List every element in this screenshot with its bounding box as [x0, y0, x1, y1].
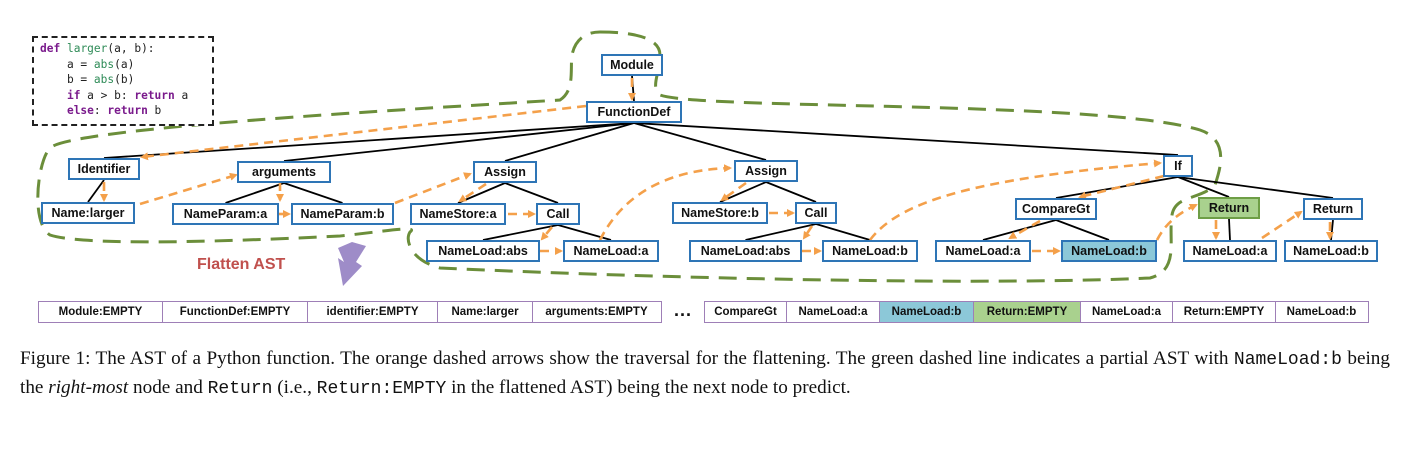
tree-edge [633, 122, 1179, 156]
node-nameload-a-1: NameLoad:a [563, 240, 659, 262]
sequence-cell: FunctionDef:EMPTY [162, 301, 308, 323]
node-nameload-a-3: NameLoad:a [1183, 240, 1277, 262]
node-name-larger: Name:larger [41, 202, 135, 224]
sequence-cell: NameLoad:b [878, 301, 975, 323]
node-namestore-b: NameStore:b [672, 202, 768, 224]
tree-edge [1177, 176, 1230, 198]
traversal-arrow [802, 225, 814, 240]
node-call-2: Call [795, 202, 837, 224]
traversal-arrow [598, 164, 732, 241]
tree-edge [504, 122, 635, 162]
node-nameload-abs-2: NameLoad:abs [689, 240, 802, 262]
code-snippet: def larger(a, b): a = abs(a) b = abs(b) … [32, 36, 214, 126]
ast-diagram: def larger(a, b): a = abs(a) b = abs(b) … [32, 30, 1378, 323]
node-namestore-a: NameStore:a [410, 203, 506, 225]
traversal-arrow [1261, 210, 1303, 240]
tree-edge [1177, 176, 1334, 199]
sequence-cell: Return:EMPTY [973, 301, 1081, 323]
node-if: If [1163, 155, 1193, 177]
node-nameload-b-3: NameLoad:b [1284, 240, 1378, 262]
sequence-cell: NameLoad:b [1274, 301, 1369, 323]
code-line: b = abs(b) [40, 73, 135, 87]
caption-text-2: being the [20, 348, 1390, 398]
tree-edge [982, 219, 1057, 241]
figure-caption: Figure 1: The AST of a Python function. … [20, 345, 1390, 403]
traversal-arrow [458, 182, 487, 203]
tree-edge [87, 179, 105, 203]
sequence-cell: identifier:EMPTY [306, 301, 439, 323]
ast-svg [36, 30, 1334, 286]
traversal-arrow [720, 181, 747, 202]
tree-edge [633, 122, 767, 161]
traversal-arrows [100, 78, 1334, 255]
sequence-cell: NameLoad:a [786, 301, 880, 323]
flatten-label: Flatten AST [197, 256, 286, 273]
node-return-2: Return [1303, 198, 1363, 220]
node-nameload-a-2: NameLoad:a [935, 240, 1031, 262]
node-comparegt: CompareGt [1015, 198, 1097, 220]
node-nameload-b-1: NameLoad:b [822, 240, 918, 262]
code-line: a = abs(a) [40, 57, 135, 71]
tree-edge [1228, 218, 1231, 241]
node-assign-2: Assign [734, 160, 798, 182]
sequence-ellipsis: ... [674, 300, 693, 320]
tree-edge [765, 181, 817, 203]
node-assign-1: Assign [473, 161, 537, 183]
caption-text-3: node and [128, 377, 208, 398]
tree-edge [283, 122, 635, 162]
tree-edge [745, 223, 817, 241]
node-nameparam-b: NameParam:b [291, 203, 394, 225]
node-nameload-abs-1: NameLoad:abs [426, 240, 540, 262]
code-line: def larger(a, b): [40, 42, 155, 55]
tree-edges [87, 75, 1334, 241]
sequence-cell: CompareGt [703, 301, 788, 323]
sequence-cell: Module:EMPTY [37, 301, 164, 323]
caption-mono-3: Return:EMPTY [316, 379, 447, 399]
traversal-arrow [540, 226, 553, 241]
tree-edge [225, 182, 285, 204]
traversal-arrow [1008, 219, 1041, 240]
caption-text-4: (i.e., [272, 377, 317, 398]
node-identifier: Identifier [68, 158, 140, 180]
tree-edge [1055, 219, 1110, 241]
sequence-cell: Name:larger [437, 301, 533, 323]
traversal-arrow [394, 172, 472, 205]
traversal-arrow [139, 172, 238, 206]
node-functiondef: FunctionDef [586, 101, 682, 123]
traversal-arrow [1155, 203, 1198, 241]
node-nameload-b-2: NameLoad:b [1061, 240, 1157, 262]
sequence-cell: Return:EMPTY [1172, 301, 1276, 323]
node-return-1: Return [1198, 197, 1260, 219]
node-nameparam-a: NameParam:a [172, 203, 279, 225]
tree-edge [815, 223, 871, 241]
node-module: Module [601, 54, 663, 76]
caption-text-1: Figure 1: The AST of a Python function. … [20, 348, 1234, 369]
tree-edge [482, 224, 559, 241]
sequence-cell: arguments:EMPTY [531, 301, 662, 323]
code-line: else: return b [66, 104, 162, 118]
sequence-cell: NameLoad:a [1079, 301, 1174, 323]
node-call-1: Call [536, 203, 580, 225]
partial-ast-outline [36, 30, 1223, 283]
code-line: if a > b: return a [66, 88, 189, 102]
tree-edge [504, 182, 559, 204]
caption-mono-1: NameLoad:b [1233, 350, 1342, 370]
caption-mono-2: Return [207, 379, 273, 399]
flatten-arrow-icon [338, 242, 366, 286]
tree-edge [283, 182, 343, 204]
node-arguments: arguments [237, 161, 331, 183]
caption-text-5: in the flattened AST) being the next nod… [446, 377, 851, 398]
traversal-arrow [868, 159, 1162, 241]
caption-italic: right-most [48, 377, 129, 398]
